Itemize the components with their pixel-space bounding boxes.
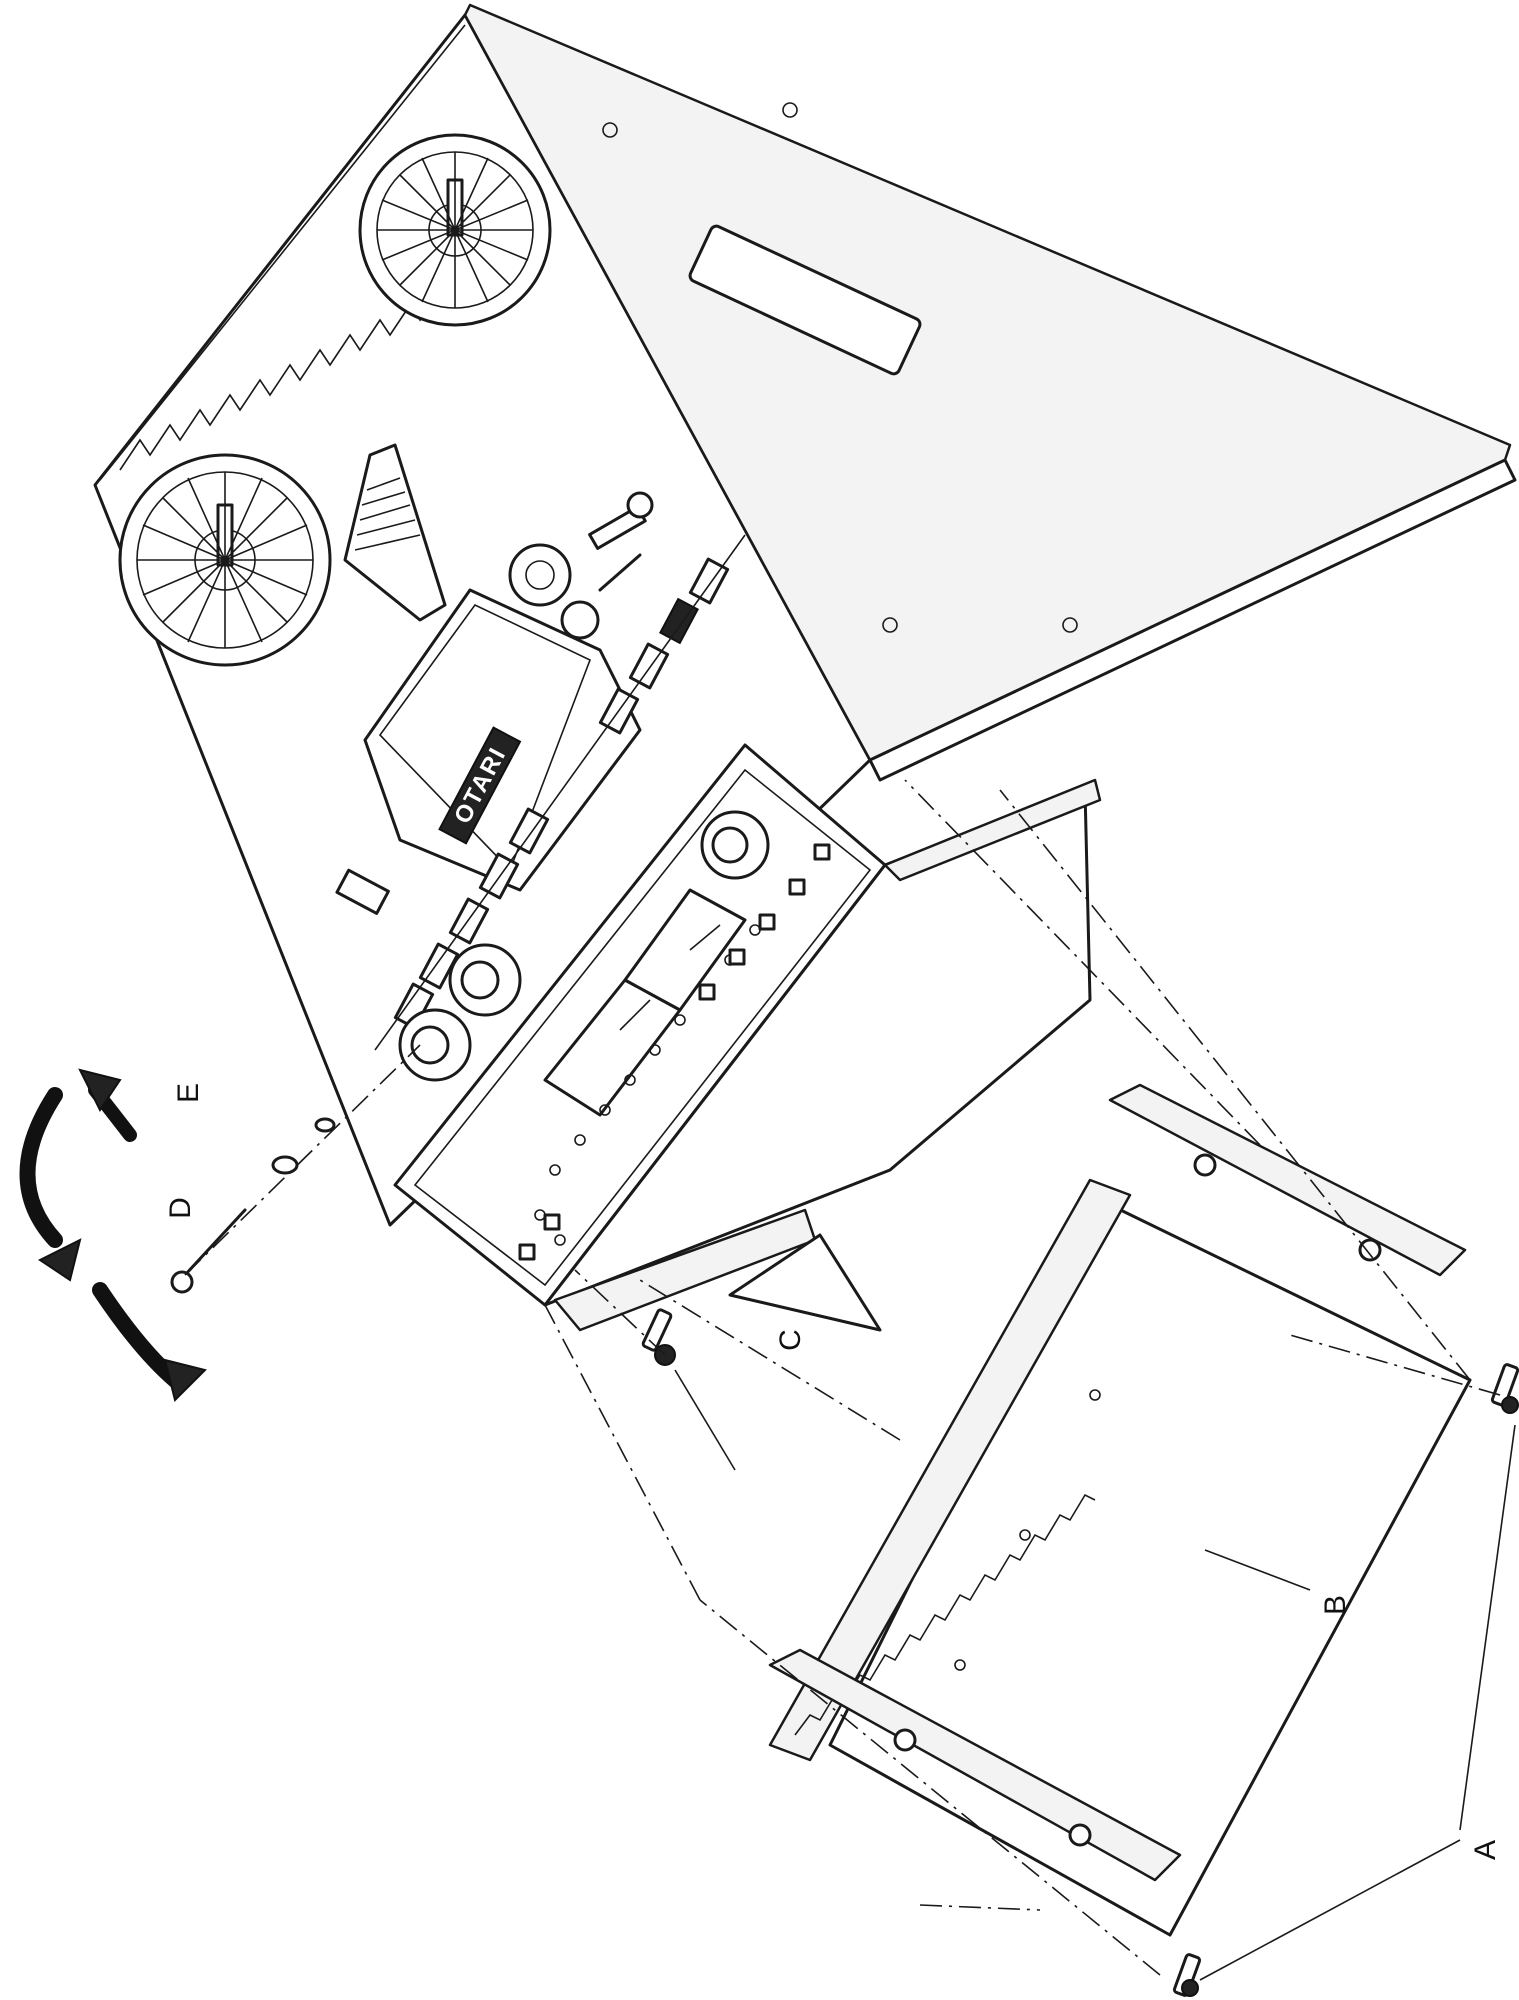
- side-screw-hole: [782, 102, 798, 118]
- vu-meter-right: [623, 888, 747, 1012]
- level-knob-2: [448, 943, 522, 1017]
- rack-side-bracket: [883, 778, 1102, 882]
- panel-switches: [518, 843, 831, 1261]
- side-screw-hole: [602, 122, 618, 138]
- screw-c: [641, 1308, 676, 1366]
- callout-a: A: [1469, 1840, 1502, 1860]
- callout-b: B: [1319, 1595, 1352, 1615]
- rack-ear-hole: [1358, 1238, 1382, 1262]
- rack-frame-rail: [768, 1178, 1132, 1762]
- deck-edge-fins-2: [99, 24, 466, 481]
- callout-e: E: [172, 1083, 205, 1103]
- reel-right: [358, 133, 552, 327]
- rack-ear-hole: [893, 1728, 917, 1752]
- washer: [271, 1155, 299, 1175]
- rotation-arrows: [19, 1068, 207, 1402]
- arrowhead-icon: [38, 1238, 82, 1282]
- deck-edge-fins: [119, 288, 451, 471]
- rack-ear-hole: [1193, 1153, 1217, 1177]
- arrowhead-icon-3: [78, 1068, 122, 1112]
- unit-side-panel: [463, 3, 1512, 762]
- front-meter-panel: [393, 743, 887, 1307]
- arrowhead-icon-2: [163, 1358, 207, 1402]
- side-screw-hole: [882, 617, 898, 633]
- side-handle-recess: [688, 224, 922, 376]
- callout-d: D: [164, 1197, 197, 1219]
- capstan-assembly: [508, 491, 654, 640]
- screw-a-upper: [1490, 1363, 1519, 1414]
- otari-nameplate: [438, 726, 522, 845]
- curved-arrow-icon-2: [92, 1282, 183, 1388]
- side-screw-hole: [1062, 617, 1078, 633]
- assembly-guide-lines: [184, 779, 1501, 1976]
- transport-button: [335, 868, 390, 915]
- level-knob-3: [700, 810, 770, 880]
- head-assembly: OTARI: [363, 588, 642, 892]
- rack-ear-left: [768, 1648, 1182, 1882]
- curved-arrow-icon: [19, 1087, 63, 1248]
- rack-frame-plate: [828, 1198, 1472, 1937]
- level-knob-1: [398, 1008, 472, 1082]
- callout-leaders: [674, 1369, 1516, 1981]
- control-strip-edge: [374, 534, 746, 1051]
- unit-front-slab: [868, 458, 1517, 782]
- reel-left: [118, 453, 332, 667]
- rack-ear-right: [1108, 1083, 1467, 1277]
- transport-button: [659, 597, 699, 645]
- rack-mount-frame: [768, 1083, 1472, 1937]
- callout-c: C: [774, 1329, 807, 1351]
- screw-d-assembly: [170, 1117, 336, 1294]
- rack-ear-hole: [1068, 1823, 1092, 1847]
- unit-lower-body: [543, 778, 1102, 1332]
- washer: [314, 1117, 336, 1133]
- screw-a-lower: [1172, 1953, 1202, 1997]
